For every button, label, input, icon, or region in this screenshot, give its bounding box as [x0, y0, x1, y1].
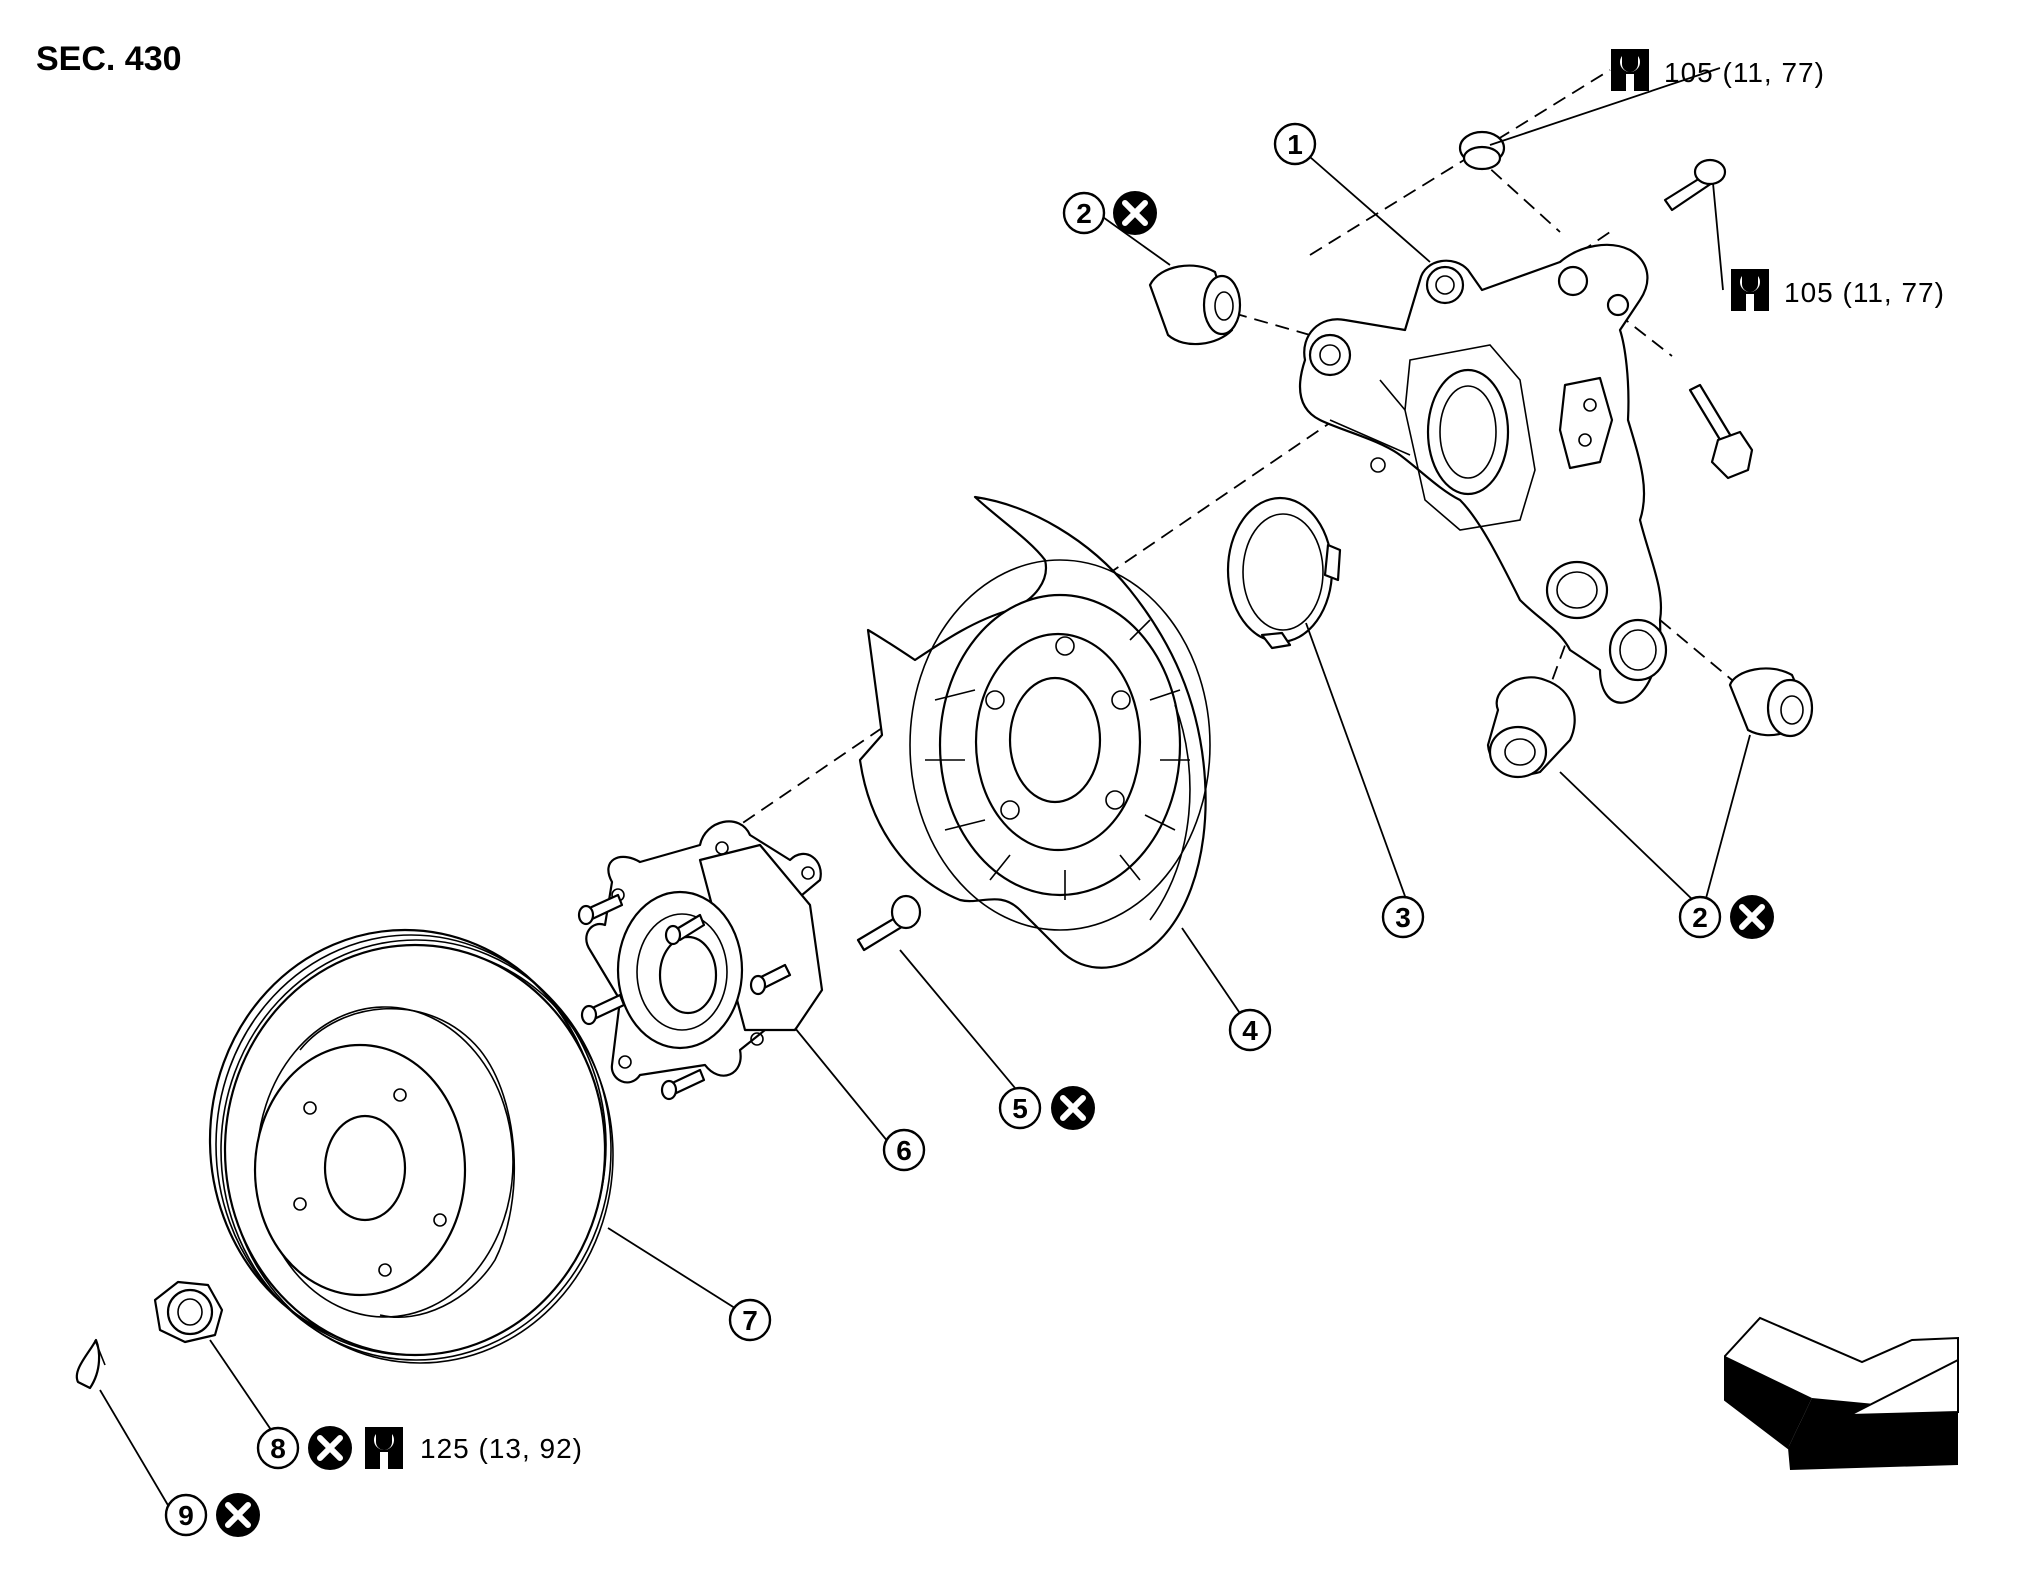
callout-6: 6 [882, 1128, 926, 1172]
hub-bolt [856, 894, 922, 952]
hub-bearing-assembly [577, 820, 824, 1101]
callout-5: 5 [998, 1086, 1095, 1130]
svg-text:8: 8 [270, 1433, 286, 1464]
do-not-reuse-icon [308, 1426, 352, 1470]
upper-bolt [1663, 158, 1727, 212]
lower-bushing-right [1728, 667, 1814, 738]
callout-1: 1 [1273, 122, 1317, 166]
svg-text:2: 2 [1076, 198, 1092, 229]
svg-text:2: 2 [1692, 902, 1708, 933]
svg-text:6: 6 [896, 1135, 912, 1166]
callout-3: 3 [1381, 895, 1425, 939]
back-plate [858, 495, 1211, 969]
torque-upper-bolt-label: 105 (11, 77) [1731, 269, 1945, 311]
callout-2-lower: 2 [1678, 895, 1774, 939]
callout-4: 4 [1228, 1008, 1272, 1052]
svg-text:9: 9 [178, 1500, 194, 1531]
do-not-reuse-icon [1730, 895, 1774, 939]
svg-text:5: 5 [1012, 1093, 1028, 1124]
lower-bushing-left [1486, 676, 1576, 779]
callout-2-upper: 2 [1062, 191, 1157, 235]
steering-knuckle [1298, 243, 1668, 704]
upper-bushing [1148, 264, 1242, 346]
svg-text:105 (11, 77): 105 (11, 77) [1784, 277, 1945, 308]
callout-8: 8 125 (13, 92) [256, 1426, 583, 1470]
torque-wrench-icon [365, 1427, 403, 1469]
brake-disc-rotor [208, 928, 614, 1364]
upper-nut [1458, 130, 1506, 171]
callout-9: 9 [164, 1493, 260, 1537]
svg-text:4: 4 [1242, 1015, 1258, 1046]
leader-lines [99, 67, 1751, 1513]
sensor-rotor-ring [1226, 496, 1342, 650]
svg-text:1: 1 [1287, 129, 1303, 160]
torque-hub-nut: 125 (13, 92) [420, 1433, 583, 1464]
cotter-pin [75, 1338, 106, 1390]
hub-lock-nut [153, 1280, 224, 1344]
do-not-reuse-icon [1051, 1086, 1095, 1130]
svg-text:105 (11, 77): 105 (11, 77) [1664, 57, 1825, 88]
torque-wrench-icon [1731, 269, 1769, 311]
do-not-reuse-icon [1113, 191, 1157, 235]
svg-text:7: 7 [742, 1305, 758, 1336]
torque-wrench-icon [1611, 49, 1649, 91]
front-arrow-icon [1724, 1316, 1959, 1470]
section-label: SEC. 430 [36, 40, 182, 78]
torque-upper-nut-label: 105 (11, 77) [1611, 49, 1825, 91]
lower-bolt [1688, 383, 1754, 480]
do-not-reuse-icon [216, 1493, 260, 1537]
svg-text:3: 3 [1395, 902, 1411, 933]
callout-7: 7 [728, 1298, 772, 1342]
